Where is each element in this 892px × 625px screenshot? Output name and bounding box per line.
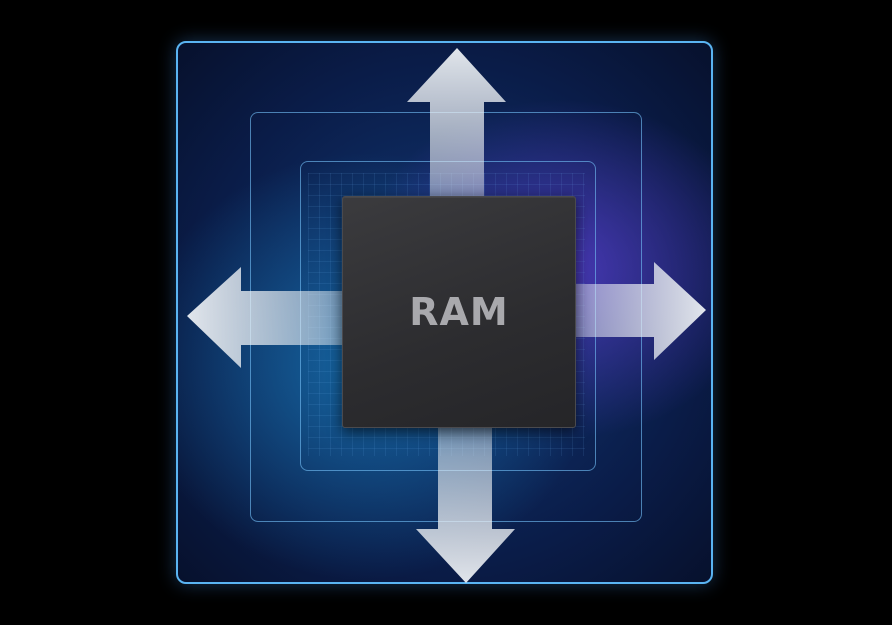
chip-label: RAM bbox=[409, 290, 509, 334]
arrow-right-icon bbox=[565, 262, 706, 360]
arrow-up-icon bbox=[407, 48, 506, 215]
arrow-left-icon bbox=[187, 267, 358, 368]
ram-chip: RAM bbox=[342, 196, 576, 428]
arrow-down-icon bbox=[416, 415, 515, 583]
